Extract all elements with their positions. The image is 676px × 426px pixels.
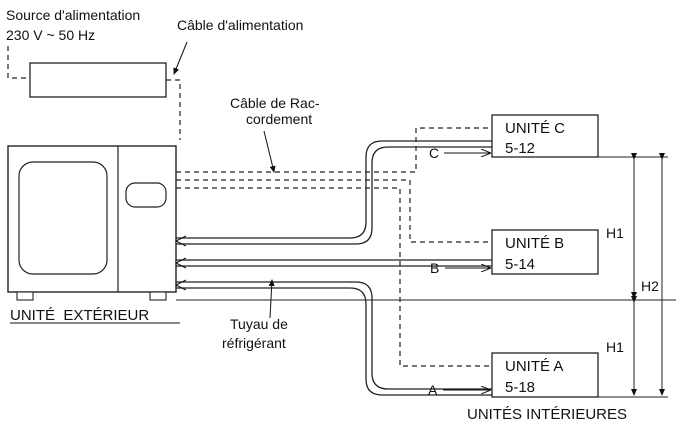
fan-grille bbox=[18, 161, 108, 275]
pipe-a-letter: A bbox=[428, 382, 438, 398]
h1-lower-label: H1 bbox=[606, 339, 624, 355]
refrigerant-pipe-pointer bbox=[268, 279, 275, 319]
outdoor-unit bbox=[7, 145, 177, 301]
connection-cable-label-1: Câble de Rac- bbox=[230, 95, 320, 111]
refrigerant-pipe-label-2: réfrigérant bbox=[222, 335, 286, 351]
connection-cable-label-2: cordement bbox=[246, 111, 312, 127]
pipe-b-length: B bbox=[430, 260, 490, 276]
power-feed-line bbox=[7, 46, 30, 79]
indoor-unit-c-name: UNITÉ C bbox=[505, 120, 565, 137]
height-dimensions bbox=[176, 153, 676, 398]
indoor-unit-c-code: 5-12 bbox=[505, 140, 535, 157]
connection-cables bbox=[176, 127, 492, 367]
outdoor-foot-right bbox=[149, 291, 167, 301]
connection-cable-pointer bbox=[263, 130, 276, 173]
refrigerant-pipes bbox=[176, 140, 492, 396]
pipe-b-letter: B bbox=[430, 260, 439, 276]
pipe-inlet-arrows bbox=[174, 235, 187, 291]
indoor-unit-a: UNITÉ A 5-18 bbox=[491, 352, 599, 398]
indoor-units-label: UNITÉS INTÉRIEURES bbox=[467, 406, 627, 421]
pipe-a-length: A bbox=[428, 382, 490, 398]
pipe-c-length: C bbox=[429, 145, 490, 161]
power-cable-pointer bbox=[173, 41, 188, 75]
outdoor-handle bbox=[125, 182, 167, 208]
power-source-voltage: 230 V ~ 50 Hz bbox=[6, 27, 95, 43]
power-cable-line bbox=[166, 79, 181, 140]
indoor-unit-a-name: UNITÉ A bbox=[505, 358, 563, 375]
power-cable-label: Câble d'alimentation bbox=[177, 17, 303, 33]
indoor-unit-b-name: UNITÉ B bbox=[505, 235, 564, 252]
indoor-unit-b: UNITÉ B 5-14 bbox=[491, 229, 599, 275]
indoor-unit-b-code: 5-14 bbox=[505, 256, 535, 273]
power-source-label: Source d'alimentation bbox=[6, 7, 140, 23]
indoor-unit-c: UNITÉ C 5-12 bbox=[491, 114, 599, 158]
h1-upper-label: H1 bbox=[606, 225, 624, 241]
refrigerant-pipe-label-1: Tuyau de bbox=[230, 316, 288, 332]
indoor-unit-a-code: 5-18 bbox=[505, 379, 535, 396]
breaker-box bbox=[29, 62, 167, 98]
pipe-c-letter: C bbox=[429, 145, 439, 161]
outdoor-unit-label: UNITÉ EXTÉRIEUR bbox=[10, 307, 149, 324]
outdoor-foot-left bbox=[16, 291, 34, 301]
h2-label: H2 bbox=[641, 278, 659, 294]
